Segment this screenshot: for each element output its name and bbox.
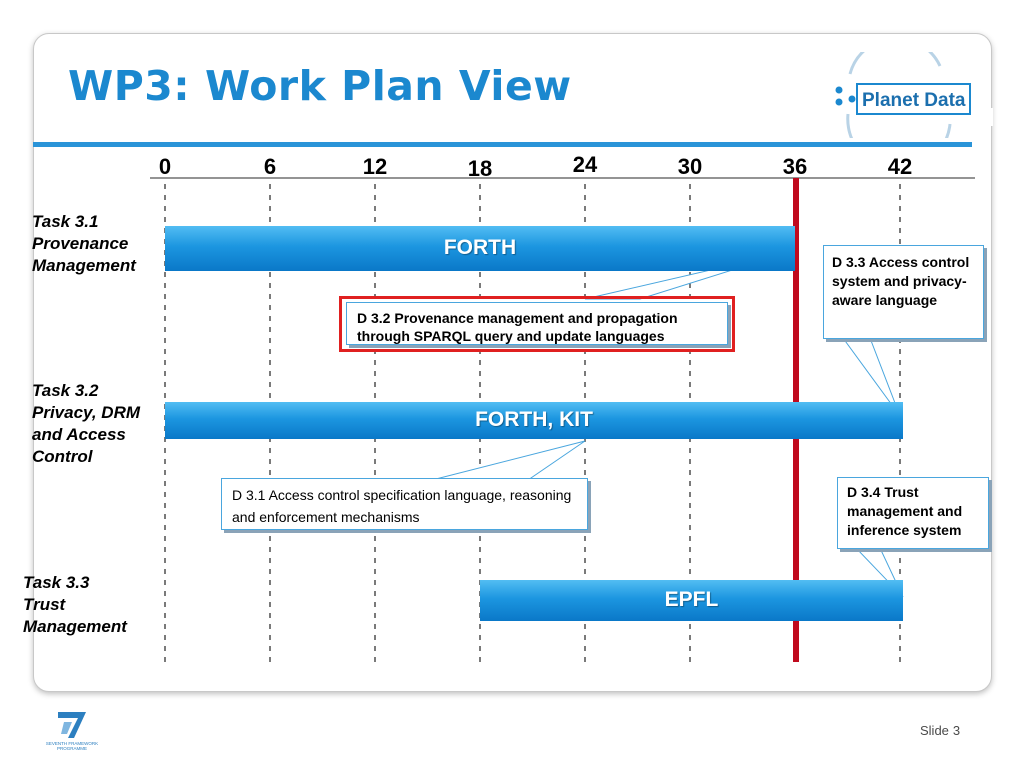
fp7-caption-line2: PROGRAMME — [57, 746, 87, 751]
tick-label-24: 24 — [572, 152, 598, 177]
deliverable-d33-text: D 3.3 Access control system and privacy-… — [832, 254, 970, 308]
tick-label-42: 42 — [887, 154, 913, 179]
task-bar-2: FORTH, KIT — [165, 402, 903, 439]
tick-label-12: 12 — [362, 154, 388, 179]
task-label-line: Provenance — [32, 234, 129, 253]
deliverable-callout-d34: D 3.4 Trust management and inference sys… — [837, 477, 989, 549]
tick-label-0: 0 — [158, 154, 172, 179]
deliverable-callout-d31: D 3.1 Access control specification langu… — [221, 478, 588, 530]
deliverable-d31-text: D 3.1 Access control specification langu… — [232, 487, 572, 525]
title-rule — [33, 142, 972, 147]
tick-label-36: 36 — [782, 154, 808, 179]
deliverable-callout-d32: D 3.2 Provenance management and propagat… — [346, 302, 728, 345]
task-label-line: Management — [23, 617, 127, 636]
task-label-line: and Access — [32, 425, 126, 444]
task-label-line: Control — [32, 447, 93, 466]
task-label-line: Management — [32, 256, 136, 275]
tick-label-6: 6 — [263, 154, 277, 179]
task-label-line: Task 3.1 — [32, 212, 99, 231]
deliverable-d32-text: D 3.2 Provenance management and propagat… — [357, 310, 678, 344]
logo-text: Planet Data — [862, 90, 966, 111]
deliverable-d34-text: D 3.4 Trust management and inference sys… — [847, 484, 963, 538]
d32-highlight-frame — [339, 296, 735, 352]
planet-data-logo: Planet Data — [835, 52, 971, 138]
task-bar-label: EPFL — [664, 588, 719, 611]
task-bar-label: FORTH, KIT — [475, 408, 593, 431]
task-label-line: Task 3.2 — [32, 381, 99, 400]
task-bar-1: FORTH — [165, 226, 795, 271]
task-bar-3: EPFL — [480, 580, 903, 621]
logo-corner — [975, 108, 993, 126]
callout-tail-d31 — [431, 440, 586, 481]
tick-label-30: 30 — [677, 154, 703, 179]
task-label-line: Privacy, DRM — [32, 403, 141, 422]
deliverable-callout-d33: D 3.3 Access control system and privacy-… — [823, 245, 984, 339]
fp7-caption-line1: SEVENTH FRAMEWORK — [46, 741, 98, 746]
slide-number-value: 3 — [952, 723, 961, 738]
task-bar-label: FORTH — [443, 236, 517, 259]
fp7-logo: SEVENTH FRAMEWORK PROGRAMME — [46, 712, 98, 751]
task-label-line: Task 3.3 — [23, 573, 90, 592]
tick-label-18: 18 — [467, 156, 493, 181]
task-label-line: Trust — [23, 595, 66, 614]
slide-number-label: Slide — [920, 723, 949, 738]
slide-title: WP3: Work Plan View — [68, 62, 572, 110]
